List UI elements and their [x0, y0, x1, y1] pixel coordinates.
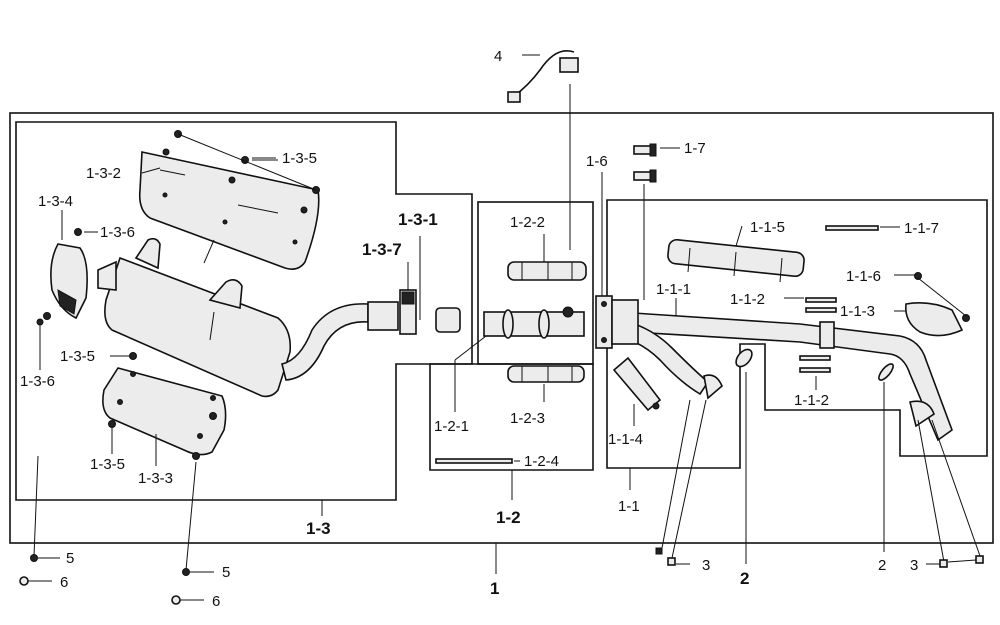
label-2-b: 2	[878, 557, 886, 574]
label-1-3-2: 1-3-2	[86, 165, 121, 182]
label-1-2-3: 1-2-3	[510, 410, 545, 427]
label-1: 1	[490, 579, 499, 598]
label-1-2-2: 1-2-2	[510, 214, 545, 231]
label-1-3: 1-3	[306, 519, 331, 538]
label-1-3-4: 1-3-4	[38, 193, 73, 210]
label-1-1-6: 1-1-6	[846, 268, 881, 285]
cable-ties-1-1-2	[799, 297, 837, 373]
label-1-3-6-bottom: 1-3-6	[20, 373, 55, 390]
muffler-inlet-pipe	[281, 303, 369, 381]
label-1-2-1: 1-2-1	[434, 418, 469, 435]
label-1-1-7: 1-1-7	[904, 220, 939, 237]
label-4: 4	[494, 48, 502, 65]
cable-tie-1-2-4	[435, 458, 513, 464]
label-1-7: 1-7	[684, 140, 706, 157]
muffler-heat-shield-lower	[102, 352, 227, 460]
label-1-6: 1-6	[586, 153, 608, 170]
label-1-1-5: 1-1-5	[750, 219, 785, 236]
muffler-body	[104, 237, 292, 398]
heat-wrap-1-2-2	[507, 261, 587, 281]
label-1-3-3: 1-3-3	[138, 470, 173, 487]
cable-tie-1-1-7	[825, 225, 879, 231]
heat-wrap-1-2-3	[507, 365, 585, 383]
label-1-1-1: 1-1-1	[656, 281, 691, 298]
label-3-b: 3	[910, 557, 918, 574]
label-1-2: 1-2	[496, 508, 521, 527]
center-pipe-1-2-1	[483, 306, 585, 339]
label-2-a: 2	[740, 569, 749, 588]
label-1-1-4: 1-1-4	[608, 431, 643, 448]
label-1-3-1: 1-3-1	[398, 210, 438, 229]
gasket-1-3-1	[435, 307, 461, 333]
label-1-1-2-bottom: 1-1-2	[794, 392, 829, 409]
heat-shield-1-1-3	[904, 272, 970, 337]
muffler-end-cap	[50, 243, 117, 320]
label-1-3-5-top: 1-3-5	[282, 150, 317, 167]
heat-wrap-1-1-5	[667, 238, 805, 283]
assembly-1-frame	[9, 112, 994, 544]
heat-shield-bolts-top	[162, 130, 320, 214]
gaskets-2	[735, 348, 894, 381]
label-5-b: 5	[222, 564, 230, 581]
label-1-3-5-mid: 1-3-5	[60, 348, 95, 365]
header-pipe-1-1-1	[611, 299, 953, 442]
leader-lines	[33, 54, 981, 574]
label-1-3-5-bottom: 1-3-5	[90, 456, 125, 473]
label-3-a: 3	[702, 557, 710, 574]
label-1-1-3: 1-1-3	[840, 303, 875, 320]
catalytic-converter-1-1-4	[612, 356, 662, 412]
label-1-1-2-top: 1-1-2	[730, 291, 765, 308]
label-1-2-4: 1-2-4	[524, 453, 559, 470]
label-6-b: 6	[212, 593, 220, 610]
label-6-a: 6	[60, 574, 68, 591]
group-1-2-lower-frame	[429, 363, 594, 471]
muffler-heat-shield-upper	[138, 151, 320, 270]
oxygen-sensor-4	[507, 50, 579, 250]
label-1-3-7: 1-3-7	[362, 240, 402, 259]
bottom-fasteners	[19, 547, 984, 605]
label-1-1: 1-1	[618, 498, 640, 515]
label-5-a: 5	[66, 550, 74, 567]
label-1-3-6-top: 1-3-6	[100, 224, 135, 241]
bolts-1-7	[633, 143, 657, 300]
pipe-clamp-1-3-7	[367, 289, 417, 335]
flange-gasket-1-6	[595, 295, 613, 349]
group-1-1-frame	[606, 199, 988, 469]
